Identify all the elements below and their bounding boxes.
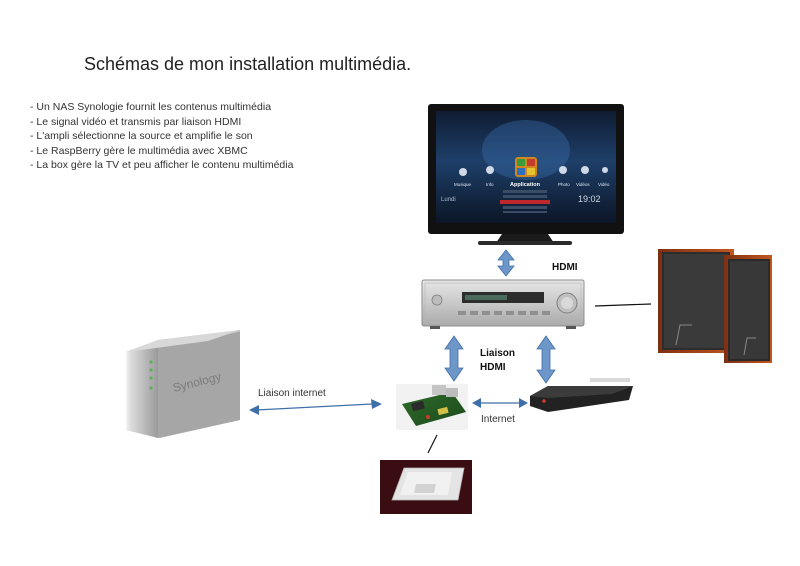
raspberry-pi-device (396, 384, 468, 430)
menu-icon (459, 168, 467, 176)
page-title: Schémas de mon installation multimédia. (84, 54, 412, 74)
hdmi-arrow-tv-amp (497, 249, 515, 277)
speakers-device (658, 249, 772, 363)
internet-arrow-pi-box (472, 398, 528, 408)
tv-day: Lundi (441, 197, 456, 203)
menu-icon (486, 166, 494, 174)
tv-menu-label: Vidéos (576, 182, 590, 187)
liaison-internet-label: Liaison internet (258, 388, 326, 399)
laptop-cable (427, 434, 438, 454)
hdmi-arrow-amp-box (536, 335, 556, 384)
tv-menu-label: Application (510, 182, 541, 188)
nas-device: Synology (126, 330, 240, 438)
list-item: - Le signal vidéo et transmis par liaiso… (30, 115, 242, 128)
description-list: - Un NAS Synologie fournit les contenus … (30, 100, 293, 173)
box-device (530, 378, 633, 412)
tv-clock: 19:02 (578, 194, 601, 204)
tv-menu-label: Vidéo (598, 182, 610, 187)
hdmi-label-tv: HDMI (552, 262, 578, 273)
tv-menu-label: Info (486, 182, 494, 187)
speaker-cable (594, 303, 652, 307)
internet-label: Internet (481, 414, 515, 425)
menu-icon (559, 166, 567, 174)
list-item: - Le RaspBerry gère le multimédia avec X… (30, 144, 248, 157)
amplifier-device (421, 279, 585, 329)
menu-icon (602, 167, 608, 173)
liaison-label: Liaison (480, 348, 516, 359)
hdmi-label-pi: HDMI (480, 362, 506, 373)
list-item: - La box gère la TV et peu afficher le c… (30, 159, 294, 171)
menu-icon (581, 166, 589, 174)
tv-device: Musique Info Application Photo Vidéos Vi… (428, 104, 624, 245)
selected-item (500, 200, 550, 204)
list-item: - L'ampli sélectionne la source et ampli… (30, 130, 253, 142)
hdmi-arrow-amp-pi (444, 335, 464, 382)
internet-arrow-nas-pi (249, 399, 382, 415)
laptop-device (380, 460, 472, 514)
tv-menu-label: Musique (454, 182, 472, 187)
tv-menu-label: Photo (558, 182, 570, 187)
list-item: - Un NAS Synologie fournit les contenus … (30, 101, 272, 113)
